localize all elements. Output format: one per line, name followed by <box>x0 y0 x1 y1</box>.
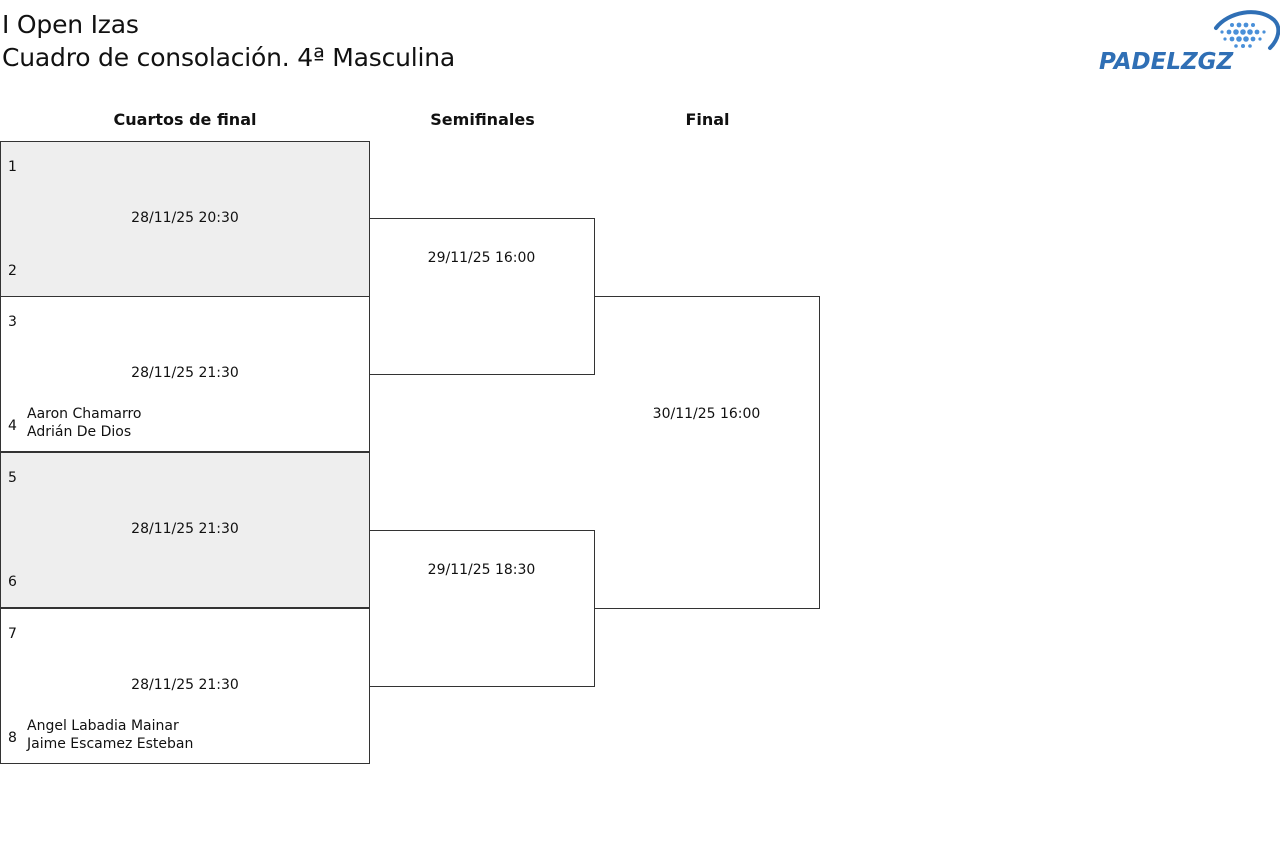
quarterfinal-match-3: 5 28/11/25 21:30 6 <box>0 452 370 608</box>
match-date: 28/11/25 21:30 <box>131 521 239 537</box>
seed-number: 3 <box>8 314 17 330</box>
player-name: Adrián De Dios <box>27 424 132 440</box>
round-header-quarterfinals: Cuartos de final <box>113 110 257 129</box>
match-date: 28/11/25 21:30 <box>131 677 239 693</box>
round-header-semifinals: Semifinales <box>430 110 535 129</box>
player-name: Angel Labadia Mainar <box>27 718 179 734</box>
match-date: 28/11/25 20:30 <box>131 210 239 226</box>
match-date: 29/11/25 16:00 <box>427 250 536 266</box>
padelzgz-logo: PADELZGZ <box>1098 8 1280 75</box>
seed-number: 6 <box>8 574 17 590</box>
player-name: Jaime Escamez Esteban <box>27 736 194 752</box>
match-date: 30/11/25 16:00 <box>652 406 761 422</box>
seed-number: 7 <box>8 626 17 642</box>
tournament-title: I Open Izas <box>2 10 139 39</box>
round-header-final: Final <box>685 110 730 129</box>
seed-number: 1 <box>8 159 17 175</box>
match-date: 29/11/25 18:30 <box>427 562 536 578</box>
team-players: Aaron Chamarro Adrián De Dios <box>27 405 141 441</box>
draw-title: Cuadro de consolación. 4ª Masculina <box>2 43 456 72</box>
player-name: Aaron Chamarro <box>27 406 142 422</box>
final-match: 30/11/25 16:00 <box>594 296 820 609</box>
seed-number: 8 <box>8 730 17 746</box>
seed-number: 5 <box>8 470 17 486</box>
match-date: 28/11/25 21:30 <box>131 365 239 381</box>
quarterfinal-match-1: 1 28/11/25 20:30 2 <box>0 141 370 297</box>
quarterfinal-match-2: 3 28/11/25 21:30 4 Aaron Chamarro Adrián… <box>0 296 370 452</box>
seed-number: 4 <box>8 418 17 434</box>
semifinal-match-2: 29/11/25 18:30 <box>369 530 595 687</box>
team-players: Angel Labadia Mainar Jaime Escamez Esteb… <box>27 717 193 753</box>
logo-text: PADELZGZ <box>1099 49 1235 74</box>
quarterfinal-match-4: 7 28/11/25 21:30 8 Angel Labadia Mainar … <box>0 608 370 764</box>
seed-number: 2 <box>8 263 17 279</box>
semifinal-match-1: 29/11/25 16:00 <box>369 218 595 375</box>
